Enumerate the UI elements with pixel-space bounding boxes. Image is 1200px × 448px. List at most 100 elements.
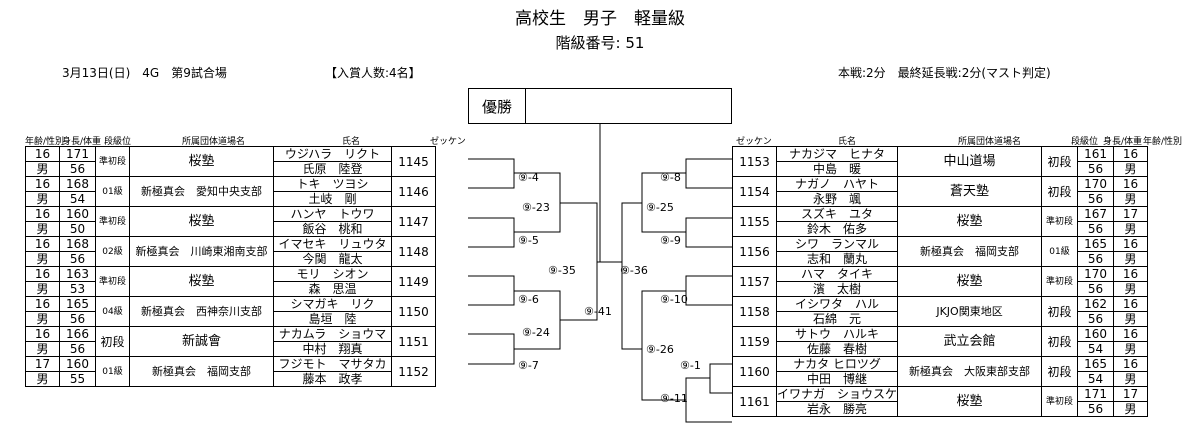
player-rank: 準初段 xyxy=(1041,386,1079,417)
player-rank: 準初段 xyxy=(95,146,130,177)
player-bib: 1159 xyxy=(732,326,777,357)
match-label: ⑨-7 xyxy=(518,359,539,372)
match-label: ⑨-5 xyxy=(518,234,539,247)
player-weight: 56 xyxy=(1077,191,1115,207)
match-label: ⑨-26 xyxy=(646,343,674,356)
player-name-kana: トキ ツヨシ xyxy=(273,176,392,192)
player-name-kana: ナカタ ヒロツグ xyxy=(775,356,899,372)
player-bib: 1161 xyxy=(732,386,777,417)
header-bib-left: ゼッケン xyxy=(430,137,466,147)
player-height: 168 xyxy=(59,236,96,252)
rules-info: 本戦:2分 最終延長戦:2分(マスト判定) xyxy=(838,66,1051,80)
player-age: 16 xyxy=(25,296,60,312)
player-sex: 男 xyxy=(1113,311,1149,327)
player-team: 新極真会 愛知中央支部 xyxy=(129,176,274,207)
player-team: 新極真会 福岡支部 xyxy=(129,356,274,387)
header-rank-left: 段級位 xyxy=(104,137,132,147)
player-height: 160 xyxy=(59,206,96,222)
match-label: ⑨-11 xyxy=(660,392,688,405)
match-label: ⑨-24 xyxy=(522,326,550,339)
match-label: ⑨-41 xyxy=(584,305,612,318)
player-name-kana: ナカジマ ヒナタ xyxy=(775,146,899,162)
player-sex: 男 xyxy=(1113,221,1149,237)
player-height: 161 xyxy=(1077,146,1115,162)
player-bib: 1153 xyxy=(732,146,777,177)
match-label: ⑨-9 xyxy=(660,234,681,247)
player-name-kana: ナカムラ ショウマ xyxy=(273,326,392,342)
player-rank: 初段 xyxy=(1041,176,1079,207)
player-rank: 01級 xyxy=(95,356,130,387)
player-name-kana: フジモト マサタカ xyxy=(273,356,392,372)
winner-label: 優勝 xyxy=(469,89,526,123)
player-height: 170 xyxy=(1077,176,1115,192)
date-info: 3月13日(日) 4G 第9試合場 xyxy=(62,66,227,80)
player-team: 桜塾 xyxy=(897,386,1043,417)
header-name-right: 氏名 xyxy=(838,137,857,147)
player-team: 武立会館 xyxy=(897,326,1043,357)
player-name-kanji: 土岐 剛 xyxy=(273,191,392,207)
header-affiliation-left: 所属団体道場名 xyxy=(182,137,246,147)
match-label: ⑨-6 xyxy=(518,293,539,306)
player-rank: 準初段 xyxy=(1041,206,1079,237)
player-height: 160 xyxy=(1077,326,1115,342)
player-team: 新極真会 大阪東部支部 xyxy=(897,356,1043,387)
match-label: ⑨-1 xyxy=(680,359,701,372)
player-bib: 1156 xyxy=(732,236,777,267)
match-label: ⑨-4 xyxy=(518,171,539,184)
header-age-sex-right: 年齢/性別 xyxy=(1143,137,1183,147)
player-age: 17 xyxy=(1113,386,1149,402)
header-rank-right: 段級位 xyxy=(1071,137,1099,147)
player-height: 168 xyxy=(59,176,96,192)
player-name-kana: ハマ タイキ xyxy=(775,266,899,282)
winner-box: 優勝 xyxy=(468,88,732,124)
player-weight: 56 xyxy=(1077,401,1115,417)
match-label: ⑨-36 xyxy=(620,264,648,277)
player-bib: 1155 xyxy=(732,206,777,237)
player-bib: 1146 xyxy=(391,176,436,207)
player-weight: 55 xyxy=(59,371,96,387)
player-team: 中山道場 xyxy=(897,146,1043,177)
header-height-weight-right: 身長/体重 xyxy=(1103,137,1143,147)
match-label: ⑨-23 xyxy=(522,201,550,214)
player-bib: 1154 xyxy=(732,176,777,207)
player-sex: 男 xyxy=(25,251,60,267)
player-weight: 56 xyxy=(1077,161,1115,177)
player-weight: 54 xyxy=(59,191,96,207)
player-team: 蒼天塾 xyxy=(897,176,1043,207)
player-weight: 53 xyxy=(59,281,96,297)
player-sex: 男 xyxy=(1113,161,1149,177)
header-name-left: 氏名 xyxy=(342,137,361,147)
header-height-weight-left: 身長/体重 xyxy=(62,137,102,147)
player-sex: 男 xyxy=(25,371,60,387)
player-name-kana: イシワタ ハル xyxy=(775,296,899,312)
player-name-kanji: 藤本 政孝 xyxy=(273,371,392,387)
player-name-kanji: 濱 太樹 xyxy=(775,281,899,297)
player-age: 16 xyxy=(1113,266,1149,282)
prize-info: 【入賞人数:4名】 xyxy=(325,66,421,80)
player-weight: 56 xyxy=(59,311,96,327)
player-team: 桜塾 xyxy=(129,266,274,297)
player-rank: 04級 xyxy=(95,296,130,327)
player-name-kanji: 岩永 勝亮 xyxy=(775,401,899,417)
match-label: ⑨-25 xyxy=(646,201,674,214)
player-bib: 1147 xyxy=(391,206,436,237)
player-age: 16 xyxy=(1113,176,1149,192)
division-number: 階級番号: 51 xyxy=(555,34,645,52)
